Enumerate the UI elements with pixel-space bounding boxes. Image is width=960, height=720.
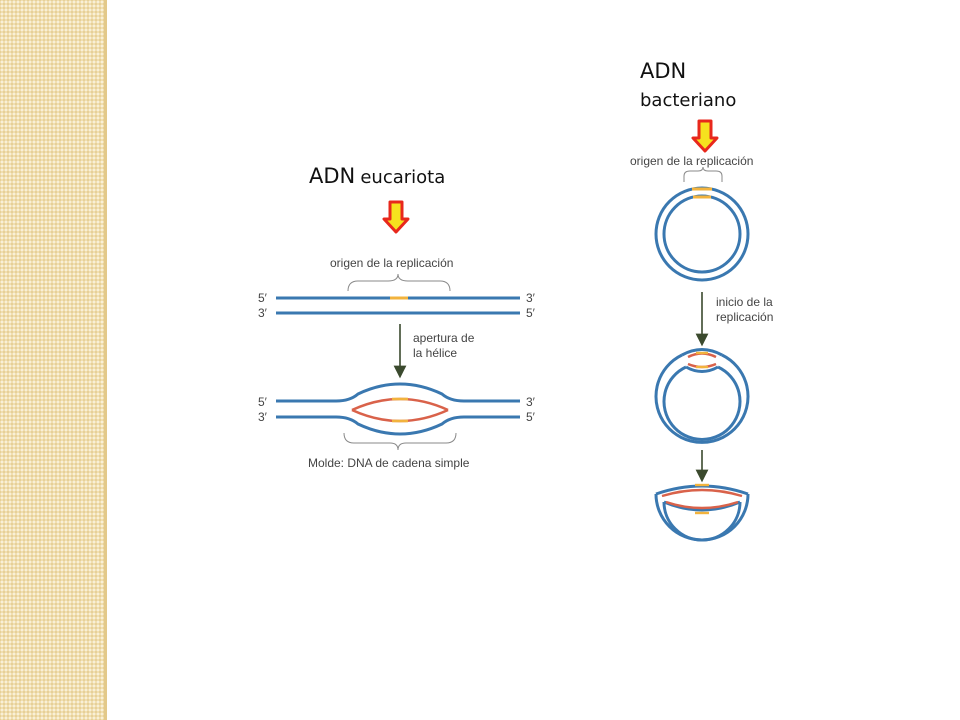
eukaryote-template-bracket	[343, 432, 457, 451]
eukaryote-end-label: 5′	[526, 410, 536, 424]
bacteria-title-sub: bacteriano	[640, 90, 737, 111]
eukaryote-title-main: ADN	[309, 164, 356, 188]
eukaryote-end-label: 3′	[258, 410, 268, 424]
eukaryote-dna-duplex	[276, 296, 520, 315]
eukaryote-end-label: 3′	[526, 291, 536, 305]
eukaryote-end-label: 5′	[258, 291, 268, 305]
eukaryote-replication-bubble	[276, 382, 520, 436]
bacteria-replication-progress	[654, 483, 750, 542]
eukaryote-indicator-arrow-icon	[382, 200, 410, 234]
eukaryote-end-label: 5′	[526, 306, 536, 320]
decorative-side-strip	[0, 0, 107, 720]
bacteria-indicator-arrow-icon	[691, 119, 719, 153]
eukaryote-template-label: Molde: DNA de cadena simple	[308, 456, 470, 470]
eukaryote-end-label: 3′	[526, 395, 536, 409]
eukaryote-origin-bracket	[347, 273, 451, 292]
bacteria-origin-bracket	[683, 166, 723, 182]
bacteria-origin-label: origen de la replicación	[630, 154, 753, 168]
bacteria-step-label: replicación	[716, 310, 773, 324]
eukaryote-origin-label: origen de la replicación	[330, 256, 453, 270]
eukaryote-end-label: 3′	[258, 306, 268, 320]
eukaryote-title: ADN eucariota	[309, 164, 445, 188]
eukaryote-step-label: apertura de	[413, 331, 475, 345]
eukaryote-step-label: la hélice	[413, 346, 457, 360]
eukaryote-end-label: 5′	[258, 395, 268, 409]
eukaryote-title-sub: eucariota	[360, 167, 446, 188]
bacteria-replication-start	[654, 348, 750, 444]
bacteria-title-main: ADN	[640, 59, 687, 83]
bacteria-title: ADN bacteriano	[640, 56, 736, 116]
bacteria-step-label: inicio de la	[716, 295, 773, 309]
bacteria-circular-dna	[654, 186, 750, 282]
